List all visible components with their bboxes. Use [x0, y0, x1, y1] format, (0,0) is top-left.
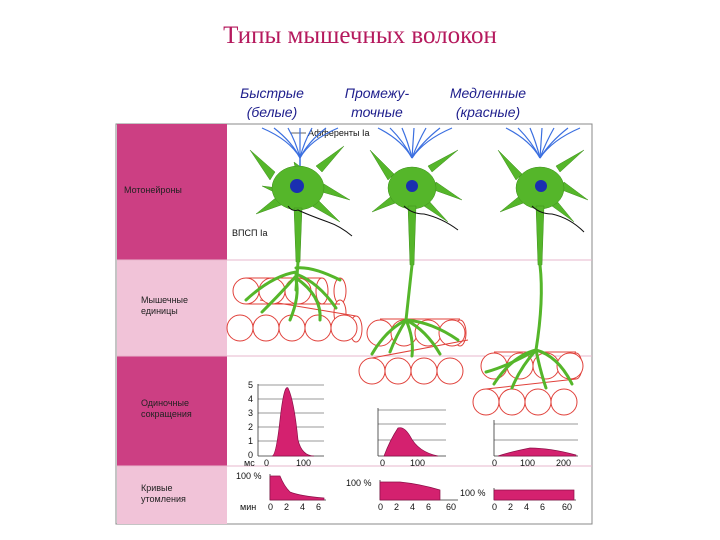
x-tick: 60: [446, 502, 456, 512]
afferents-label: Афференты Ia: [308, 128, 370, 138]
y-tick: 1: [248, 436, 253, 446]
x-tick: 4: [410, 502, 415, 512]
row-label-motor-units: Мышечные: [141, 295, 188, 305]
x-tick: 0: [492, 458, 497, 468]
x-tick: 6: [316, 502, 321, 512]
x-tick: 60: [562, 502, 572, 512]
x-tick: 2: [284, 502, 289, 512]
x-tick: 4: [300, 502, 305, 512]
row-label-motoneurons: Мотонейроны: [124, 185, 182, 195]
x-tick: 6: [540, 502, 545, 512]
y-tick: 2: [248, 422, 253, 432]
pct-label: 100 %: [460, 488, 486, 498]
y-tick: 3: [248, 408, 253, 418]
x-tick: 0: [264, 458, 269, 468]
row-label-twitches: Одиночные: [141, 398, 189, 408]
x-tick: 100: [296, 458, 311, 468]
x-tick: 4: [524, 502, 529, 512]
epsp-label: ВПСП Ia: [232, 228, 267, 238]
x-tick: 6: [426, 502, 431, 512]
row-label-motor-units: единицы: [141, 306, 178, 316]
x-tick: 0: [268, 502, 273, 512]
row-label-fatigue: утомления: [141, 494, 186, 504]
x-tick: 0: [492, 502, 497, 512]
x-tick: 2: [394, 502, 399, 512]
x-tick: 0: [380, 458, 385, 468]
x-tick: 0: [378, 502, 383, 512]
pct-label: 100 %: [236, 471, 262, 481]
nucleus: [406, 180, 418, 192]
x-tick: 200: [556, 458, 571, 468]
nucleus: [535, 180, 547, 192]
x-tick: 100: [410, 458, 425, 468]
x-tick: 2: [508, 502, 513, 512]
nucleus: [290, 179, 304, 193]
x-unit-min: мин: [240, 502, 256, 512]
pct-label: 100 %: [346, 478, 372, 488]
y-tick: 4: [248, 394, 253, 404]
row-label-twitches: сокращения: [141, 409, 192, 419]
x-unit-ms: мс: [244, 458, 255, 468]
fatigue-curve-slow: [494, 490, 574, 500]
row-label-fatigue: Кривые: [141, 483, 173, 493]
y-tick: 5: [248, 380, 253, 390]
x-tick: 100: [520, 458, 535, 468]
